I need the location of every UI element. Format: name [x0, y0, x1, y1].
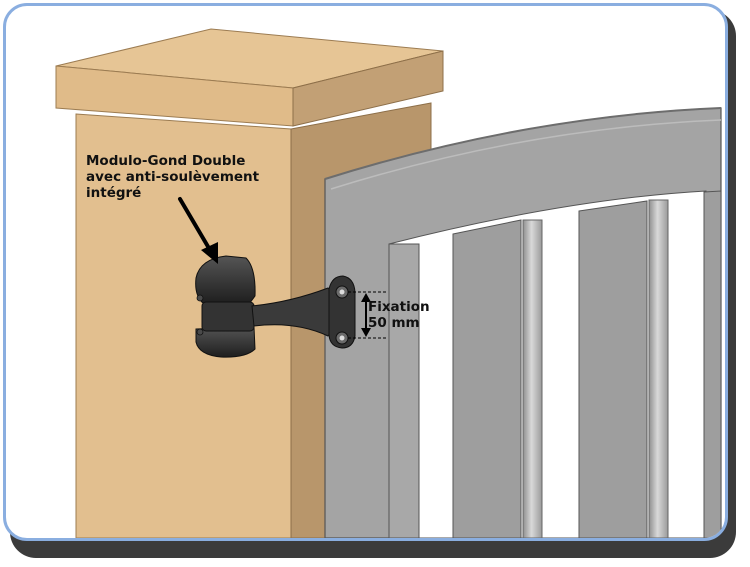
- post-cap-side: [292, 50, 444, 127]
- hinge-lower-body: [195, 326, 256, 358]
- hinge-callout-line-3: intégré: [86, 185, 142, 201]
- fixation-callout-line-1: Fixation: [368, 299, 430, 315]
- hinge-callout-label: Modulo-Gond Double avec anti-soulèvement…: [86, 153, 259, 201]
- hinge-gate-plate: [328, 275, 356, 349]
- gate-picket: [703, 190, 722, 538]
- post-front-face: [75, 113, 292, 538]
- screw-icon: [339, 289, 345, 295]
- gate-picket: [452, 219, 522, 538]
- hinge-callout-line-2: avec anti-soulèvement: [86, 169, 260, 185]
- hinge-knuckle: [201, 301, 255, 332]
- hinge-upper-body: [195, 255, 256, 305]
- fixation-callout-label: Fixation 50 mm: [368, 299, 430, 331]
- hinge-callout-line-1: Modulo-Gond Double: [86, 153, 246, 169]
- hinge-stud: [196, 294, 204, 302]
- gate: [324, 107, 722, 538]
- modulo-gond-hinge: [195, 255, 356, 358]
- gate-picket: [578, 200, 648, 538]
- hinge-stud: [196, 328, 204, 336]
- product-illustration: [55, 28, 722, 538]
- gate-round-bar: [648, 199, 669, 538]
- gate-top-rail-edge: [324, 107, 722, 180]
- screw-icon: [339, 335, 345, 341]
- gate-round-bar: [522, 219, 543, 538]
- hinge-callout-arrow: [178, 197, 218, 264]
- gate-stile: [388, 243, 420, 538]
- fixation-dimension: [348, 291, 386, 339]
- gate-top-rail-inner: [330, 119, 722, 190]
- illustration-frame: Modulo-Gond Double avec anti-soulèvement…: [3, 3, 728, 541]
- fixation-callout-line-2: 50 mm: [368, 315, 420, 331]
